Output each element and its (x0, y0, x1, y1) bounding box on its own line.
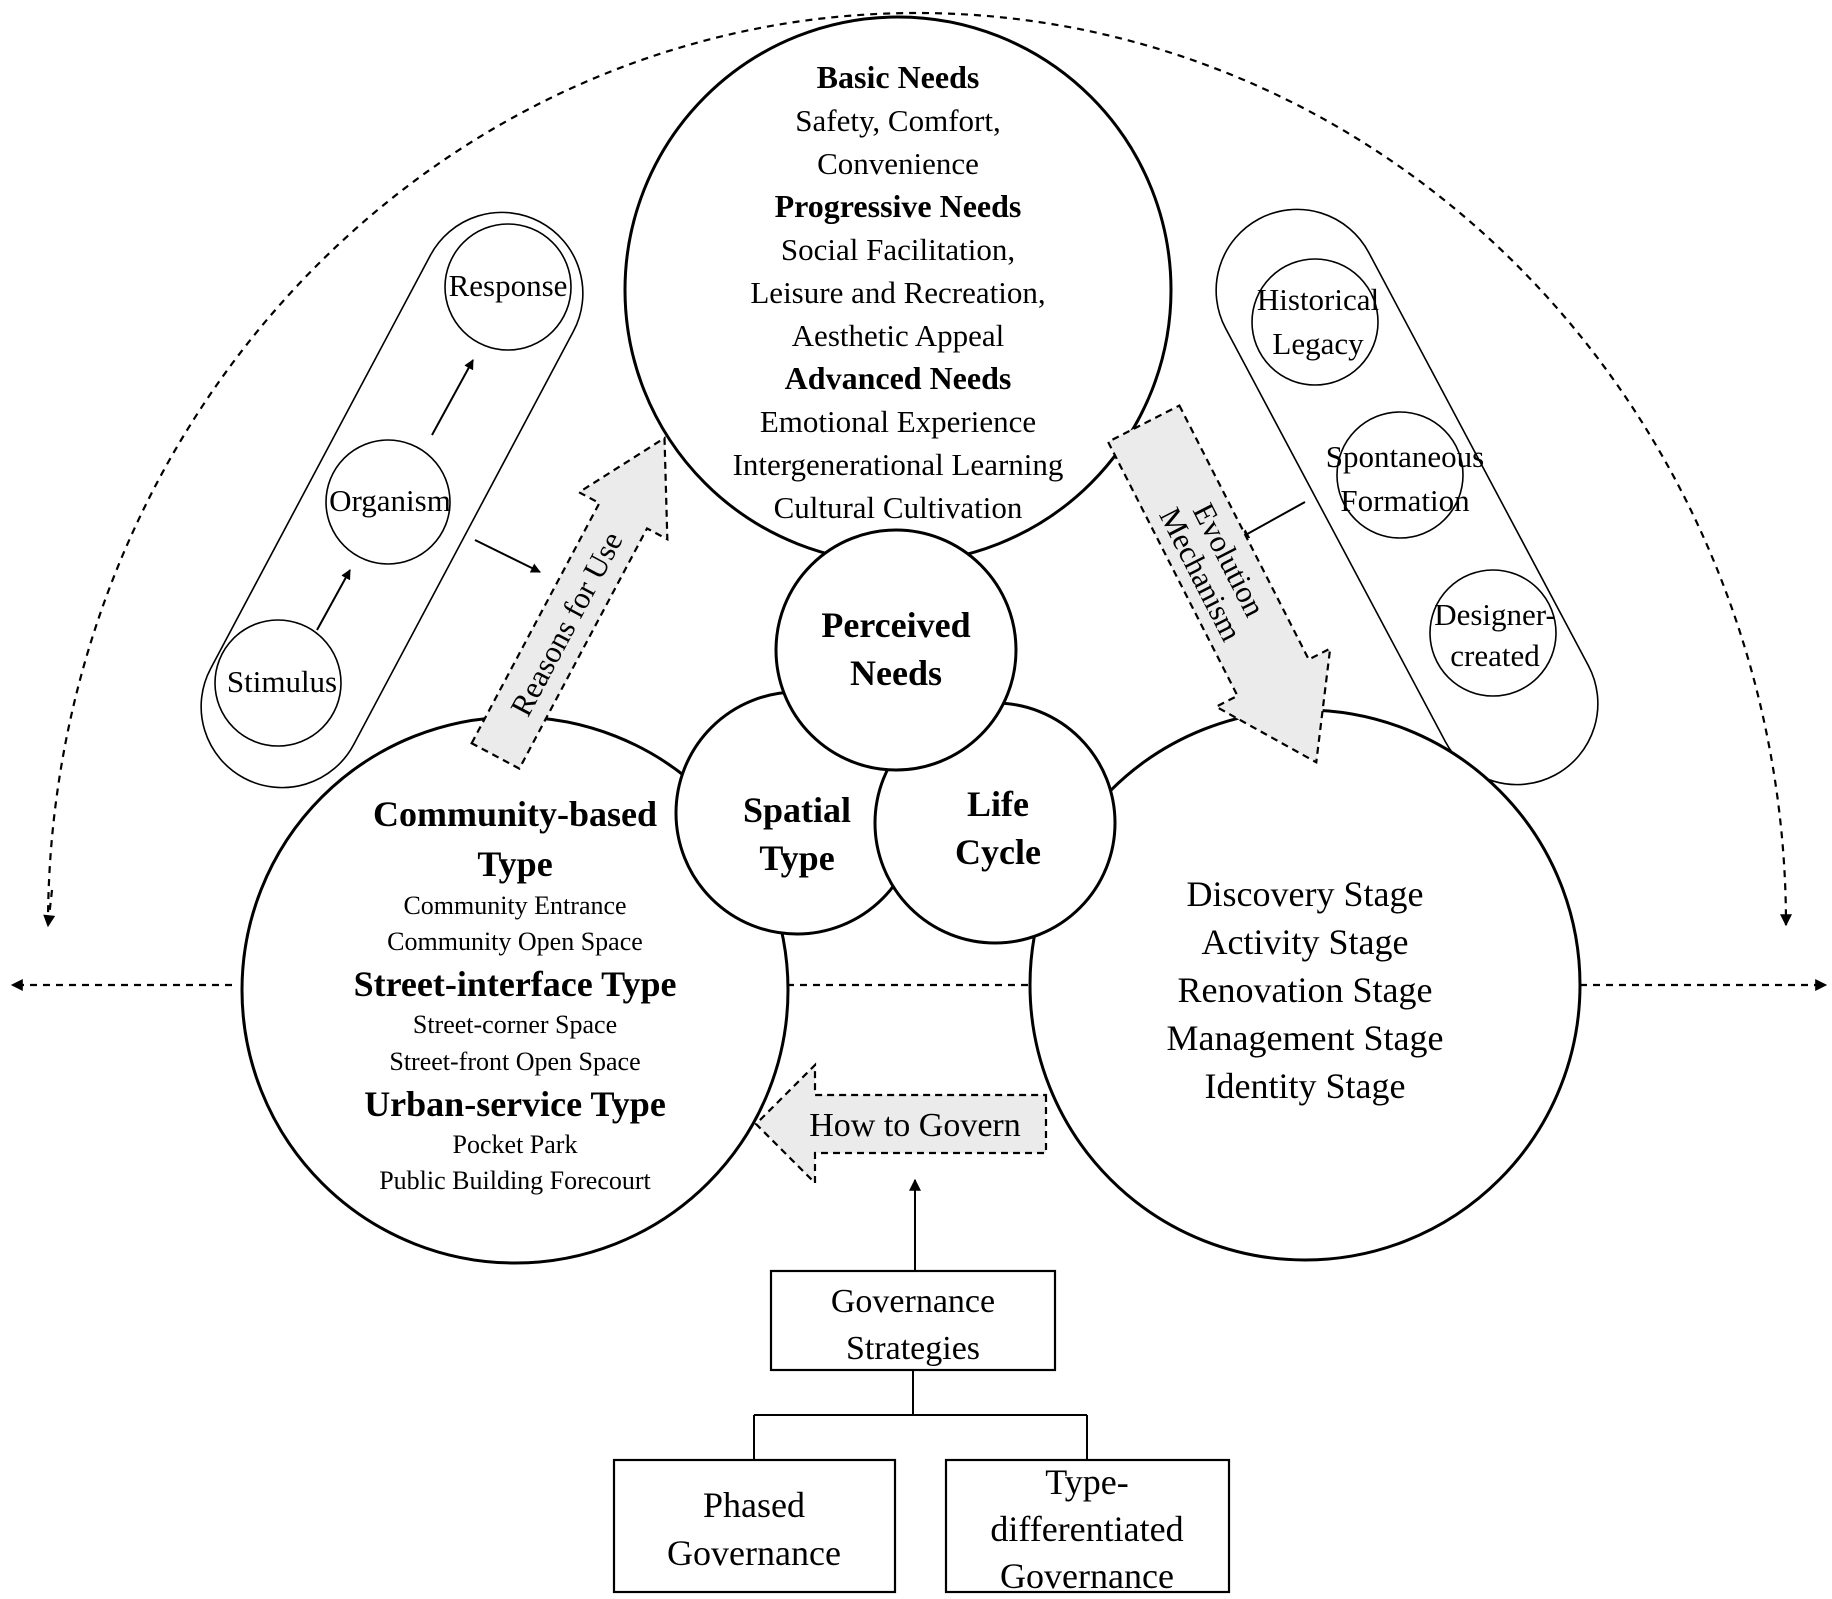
outer-arc-left-arrow (43, 889, 56, 928)
type-differentiated-label-3: Governance (1000, 1556, 1174, 1596)
progressive-needs-title: Progressive Needs (775, 188, 1022, 224)
street-type-item-1: Street-corner Space (413, 1010, 617, 1039)
perceived-needs-label-1: Perceived (821, 605, 970, 645)
urban-type-item-2: Public Building Forecourt (379, 1166, 651, 1195)
governance-strategies-label-1: Governance (831, 1283, 995, 1320)
needs-text: Basic Needs Safety, Comfort, Convenience… (733, 59, 1064, 525)
designer-created-circle (1429, 569, 1557, 697)
stimulus-to-organism-arrow (316, 569, 351, 631)
designer-label-1: Designer- (1434, 597, 1556, 632)
how-to-govern-arrow: How to Govern (754, 1062, 1048, 1186)
phased-governance-label-2: Governance (667, 1533, 841, 1573)
historical-label-1: Historical (1257, 282, 1379, 317)
community-type-item-1: Community Entrance (403, 891, 626, 920)
perceived-needs-label-2: Needs (850, 653, 942, 693)
spontaneous-to-evolution-arrow (1239, 501, 1306, 539)
phased-governance-box (612, 1458, 897, 1594)
how-to-govern-shape (754, 1062, 1048, 1186)
designer-label-2: created (1450, 638, 1540, 673)
perceived-needs-circle (774, 528, 1018, 772)
progressive-needs-item-2: Leisure and Recreation, (750, 275, 1045, 310)
advanced-needs-item-2: Intergenerational Learning (733, 447, 1064, 482)
type-differentiated-label-1: Type- (1045, 1462, 1128, 1502)
organism-to-response-arrow (431, 359, 474, 436)
urban-type-item-1: Pocket Park (453, 1130, 578, 1159)
street-type-item-2: Street-front Open Space (389, 1047, 640, 1076)
type-differentiated-label-2: differentiated (990, 1509, 1183, 1549)
spatial-types-text: Community-based Type Community Entrance … (354, 794, 677, 1195)
stimulus-circle (214, 619, 342, 747)
spatial-type-label-2: Type (759, 838, 834, 878)
advanced-needs-title: Advanced Needs (785, 360, 1012, 396)
life-cycle-label-1: Life (967, 784, 1029, 824)
stage-4: Management Stage (1167, 1018, 1444, 1058)
spontaneous-label-1: Spontaneous (1326, 439, 1484, 474)
stimulus-label: Stimulus (227, 664, 337, 699)
basic-needs-item-1: Safety, Comfort, (795, 103, 1000, 138)
street-type-title: Street-interface Type (354, 964, 677, 1004)
basic-needs-item-2: Convenience (817, 146, 979, 181)
reasons-arrow-shape (470, 436, 669, 771)
spontaneous-label-2: Formation (1340, 483, 1470, 518)
phased-governance-label-1: Phased (703, 1485, 805, 1525)
advanced-needs-item-3: Cultural Cultivation (774, 490, 1023, 525)
community-type-item-2: Community Open Space (387, 927, 643, 956)
urban-type-title: Urban-service Type (364, 1084, 666, 1124)
governance-strategies-label-2: Strategies (846, 1330, 980, 1367)
life-cycle-label-2: Cycle (955, 832, 1041, 872)
stage-5: Identity Stage (1205, 1066, 1406, 1106)
reasons-for-use-label: Reasons for Use (503, 526, 629, 722)
type-differentiated-box (944, 1458, 1231, 1594)
spontaneous-formation-circle (1336, 411, 1464, 539)
life-stages-text: Discovery Stage Activity Stage Renovatio… (1167, 874, 1444, 1106)
evolution-arrow-shape (1106, 404, 1332, 765)
basic-needs-title: Basic Needs (817, 59, 980, 95)
response-label: Response (449, 268, 568, 303)
how-to-govern-label: How to Govern (809, 1107, 1021, 1144)
historical-legacy-circle (1251, 258, 1379, 386)
advanced-needs-item-1: Emotional Experience (760, 404, 1036, 439)
historical-label-2: Legacy (1272, 326, 1364, 361)
outer-dashed-arc (46, 11, 1792, 927)
stage-1: Discovery Stage (1187, 874, 1424, 914)
community-type-title-1: Community-based (373, 794, 657, 834)
progressive-needs-item-1: Social Facilitation, (781, 232, 1015, 267)
governance-strategies-box (769, 1269, 1057, 1372)
response-circle (444, 223, 572, 351)
stage-3: Renovation Stage (1178, 970, 1433, 1010)
sor-model: Stimulus Organism Response (200, 211, 584, 789)
evolution-sources: Historical Legacy Spontaneous Formation … (1215, 208, 1599, 786)
spatial-type-label-1: Spatial (743, 790, 851, 830)
organism-circle (325, 439, 451, 565)
organism-to-reasons-arrow (474, 539, 541, 573)
community-type-title-2: Type (477, 844, 552, 884)
governance-tree: Governance Strategies Phased Governance … (612, 1178, 1231, 1596)
stage-2: Activity Stage (1202, 922, 1409, 962)
organism-label: Organism (329, 483, 451, 518)
progressive-needs-item-3: Aesthetic Appeal (792, 318, 1005, 353)
